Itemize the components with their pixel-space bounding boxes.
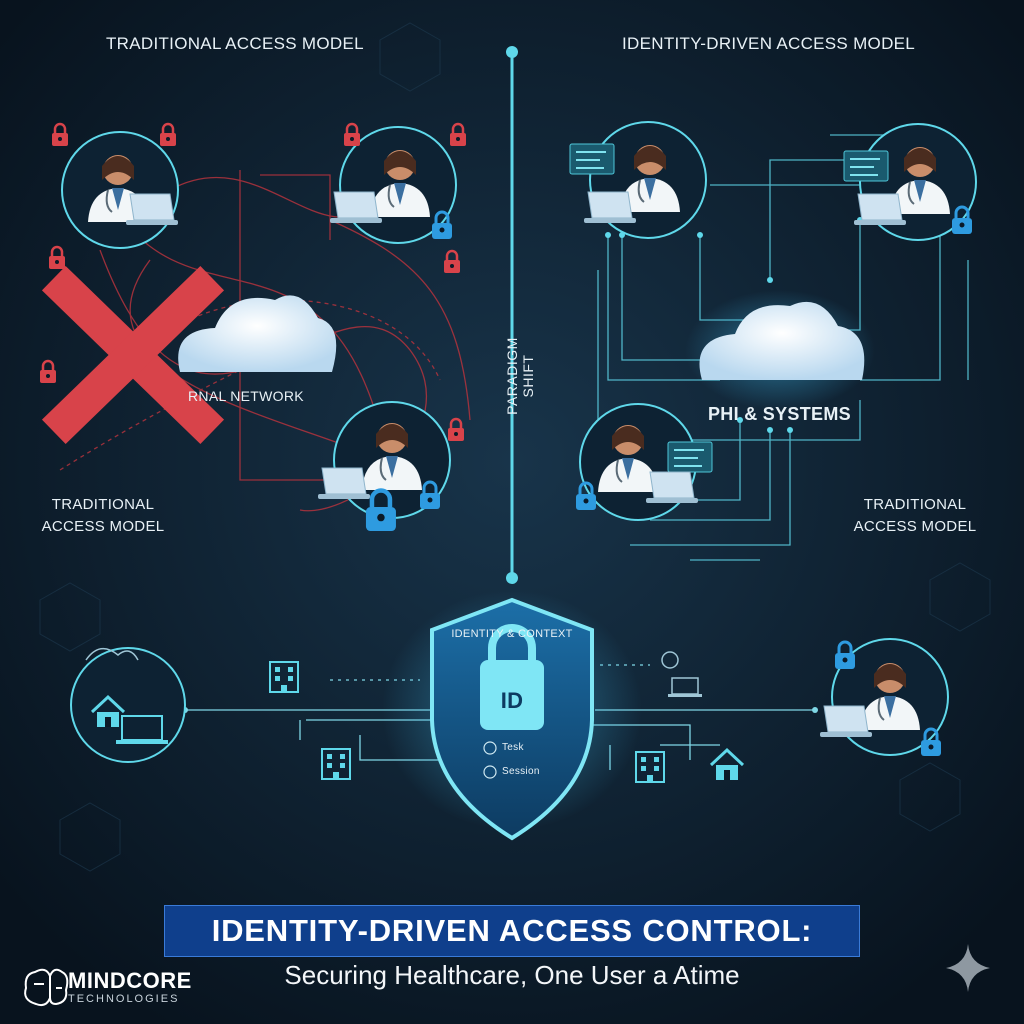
laptop-icon <box>661 651 702 697</box>
left-bottom-label-line2: ACCESS MODEL <box>41 518 165 535</box>
right-bottom-label: TRADITIONAL ACCESS MODEL <box>842 494 988 538</box>
left-bottom-label: TRADITIONAL ACCESS MODEL <box>28 494 178 538</box>
cloud-icon <box>685 290 875 410</box>
shield-icon <box>382 590 642 841</box>
right-bottom-label-line2: ACCESS MODEL <box>853 518 977 535</box>
paradigm-shift-label: PARADIGM SHIFT <box>504 337 536 415</box>
right-user-bottom <box>574 403 713 521</box>
network-label: RNAL NETWORK <box>188 388 304 404</box>
divider-top-dot <box>506 46 518 58</box>
left-header: TRADITIONAL ACCESS MODEL <box>106 34 364 53</box>
shield-title: IDENTITY & CONTEXT <box>451 628 573 640</box>
shield-item-session: Session <box>502 766 540 777</box>
right-bottom-user <box>819 638 949 758</box>
hex-pattern <box>39 22 991 872</box>
main-title: IDENTITY-DRIVEN ACCESS CONTROL: <box>211 913 813 948</box>
right-header: IDENTITY-DRIVEN ACCESS MODEL <box>622 34 916 53</box>
sparkle-icon <box>946 944 990 992</box>
left-user-top-left <box>61 131 179 249</box>
x-mark-icon <box>41 265 225 445</box>
right-user-top-left <box>569 121 707 239</box>
remote-home-user <box>70 647 186 763</box>
shield-item-task: Tesk <box>502 742 524 753</box>
brain-icon <box>24 968 69 1007</box>
subtitle: Securing Healthcare, One User a Atime <box>284 960 740 990</box>
brand-tagline: TECHNOLOGIES <box>68 993 180 1005</box>
cloud-icon <box>178 295 396 531</box>
right-user-top-right <box>843 123 977 241</box>
left-user-top-right <box>329 126 457 244</box>
brand-name: MINDCORE <box>68 968 192 993</box>
left-bottom-label-line1: TRADITIONAL <box>51 496 155 513</box>
systems-label: PHI & SYSTEMS <box>708 404 851 424</box>
right-bottom-label-line1: TRADITIONAL <box>863 496 967 513</box>
divider-bottom-dot <box>506 572 518 584</box>
title-banner: IDENTITY-DRIVEN ACCESS CONTROL: <box>164 905 860 957</box>
id-badge: ID <box>500 688 524 713</box>
